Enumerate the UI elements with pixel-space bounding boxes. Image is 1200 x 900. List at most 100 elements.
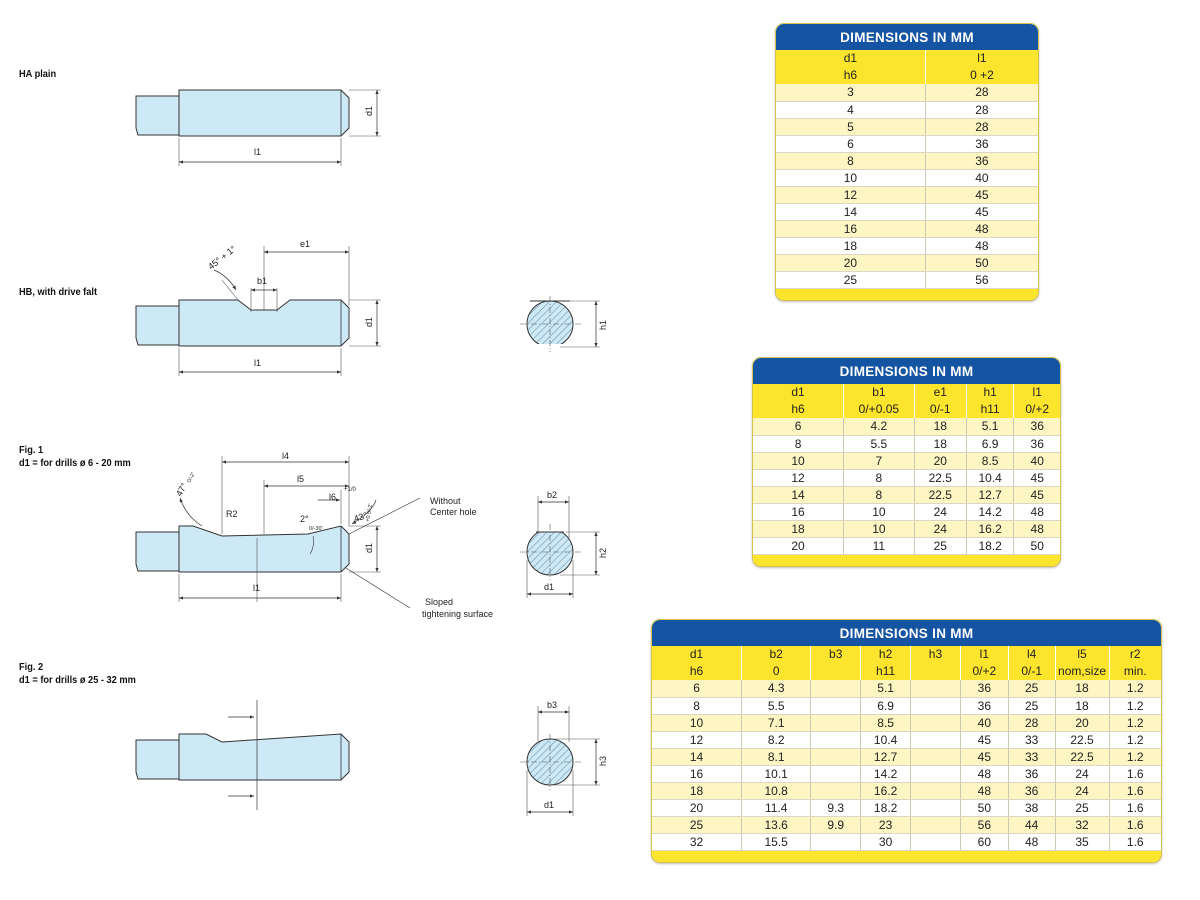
table3-header-cell: 0/-1	[1007, 663, 1056, 680]
fig2-section-h3-label: h3	[598, 756, 608, 766]
table-cell: 36	[924, 135, 1038, 153]
table-cell: 36	[1013, 418, 1060, 436]
table1-header-row-2: h6 0 +2	[776, 67, 1038, 84]
table-cell: 33	[1007, 731, 1056, 749]
table-cell: 25	[776, 271, 926, 289]
table-cell: 22.5	[913, 469, 967, 487]
table-cell: 10.1	[741, 765, 811, 783]
table-cell: 36	[1007, 765, 1056, 783]
table-cell	[910, 714, 961, 732]
ha-d1-label: d1	[364, 106, 374, 116]
table-cell: 48	[959, 782, 1009, 800]
fig1-callout-sloped-2: tightening surface	[422, 609, 493, 619]
table-cell: 10	[843, 503, 915, 521]
table-cell	[810, 748, 861, 766]
table2-header-cell: 0/+0.05	[843, 401, 915, 418]
label-ha-plain: HA plain	[19, 68, 57, 80]
table-cell	[910, 799, 961, 817]
fig1-l4-label: l4	[282, 451, 289, 461]
table-cell: 12.7	[965, 486, 1014, 504]
table1-header-cell: h6	[776, 67, 926, 84]
table-cell: 4	[776, 101, 926, 119]
table-cell: 8.5	[860, 714, 911, 732]
table-cell: 16	[652, 765, 742, 783]
table-cell: 12	[652, 731, 742, 749]
table-cell: 56	[959, 816, 1009, 834]
table-cell: 28	[924, 118, 1038, 136]
table-cell: 40	[924, 169, 1038, 187]
table-cell	[810, 782, 861, 800]
table-cell	[810, 833, 861, 851]
table-cell	[810, 731, 861, 749]
table3-header-cell: l4	[1007, 646, 1056, 663]
table-cell	[810, 680, 861, 698]
table3-title: DIMENSIONS IN MM	[652, 620, 1161, 646]
table-cell: 48	[924, 237, 1038, 255]
table-cell: 10	[843, 520, 915, 538]
table-cell: 25	[652, 816, 742, 834]
hb-section-h1-label: h1	[598, 320, 608, 330]
table-cell: 14	[652, 748, 742, 766]
table-cell: 8	[652, 697, 742, 715]
table-cell: 20	[913, 452, 967, 470]
table-cell: 15.5	[741, 833, 811, 851]
table2-header-cell: e1	[913, 384, 967, 401]
table3-header-cell: h6	[652, 663, 742, 680]
label-fig1-title: Fig. 1	[19, 444, 44, 456]
table-cell: 7	[843, 452, 915, 470]
table-cell: 1.6	[1108, 765, 1161, 783]
fig1-callout-sloped-1: Sloped	[425, 597, 453, 607]
table-cell: 10	[753, 452, 844, 470]
fig1-l5-label: l5	[297, 474, 304, 484]
table-cell: 25	[1007, 697, 1056, 715]
table3-header-cell: b2	[741, 646, 811, 663]
table-cell: 9.9	[810, 816, 861, 834]
table-cell: 5.5	[843, 435, 915, 453]
fig1-angle47-label: 47°	[174, 481, 189, 498]
table-cell: 18	[913, 418, 967, 436]
table-cell: 45	[924, 186, 1038, 204]
table-cell: 48	[1007, 833, 1056, 851]
label-fig1-subtitle: d1 = for drills ø 6 - 20 mm	[19, 457, 131, 469]
table3-header-cell: b3	[810, 646, 861, 663]
drawing-fig1: R2 l4 l5 l6 +1/0 47° 0/-2' 43° +0.5/-2' …	[135, 451, 493, 619]
table-cell: 18	[652, 782, 742, 800]
table-cell: 45	[1013, 486, 1060, 504]
table1-header-cell: d1	[776, 50, 926, 67]
table-cell: 24	[913, 520, 967, 538]
table-cell: 5.1	[860, 680, 911, 698]
table-cell: 11.4	[741, 799, 811, 817]
table-cell: 1.2	[1108, 731, 1161, 749]
table-cell: 33	[1007, 748, 1056, 766]
table-cell: 16	[776, 220, 926, 238]
fig1-d1-label: d1	[364, 543, 374, 553]
table-cell: 14	[776, 203, 926, 221]
table-cell: 5.5	[741, 697, 811, 715]
table2-header-cell: h1	[965, 384, 1014, 401]
table3-header-cell: l5	[1054, 646, 1110, 663]
table-cell: 1.2	[1108, 697, 1161, 715]
drawing-ha-plain: d1 l1	[135, 89, 381, 166]
table-cell: 5.1	[965, 418, 1014, 436]
table-cell: 13.6	[741, 816, 811, 834]
fig1-angle2-label: 2°	[300, 514, 309, 524]
table3-header-cell: min.	[1108, 663, 1161, 680]
table3-header-cell	[810, 663, 861, 680]
table3-header-cell: r2	[1108, 646, 1161, 663]
table2-header-cell: l1	[1013, 384, 1060, 401]
table-cell: 38	[1007, 799, 1056, 817]
table1-header-cell: l1	[924, 50, 1038, 67]
